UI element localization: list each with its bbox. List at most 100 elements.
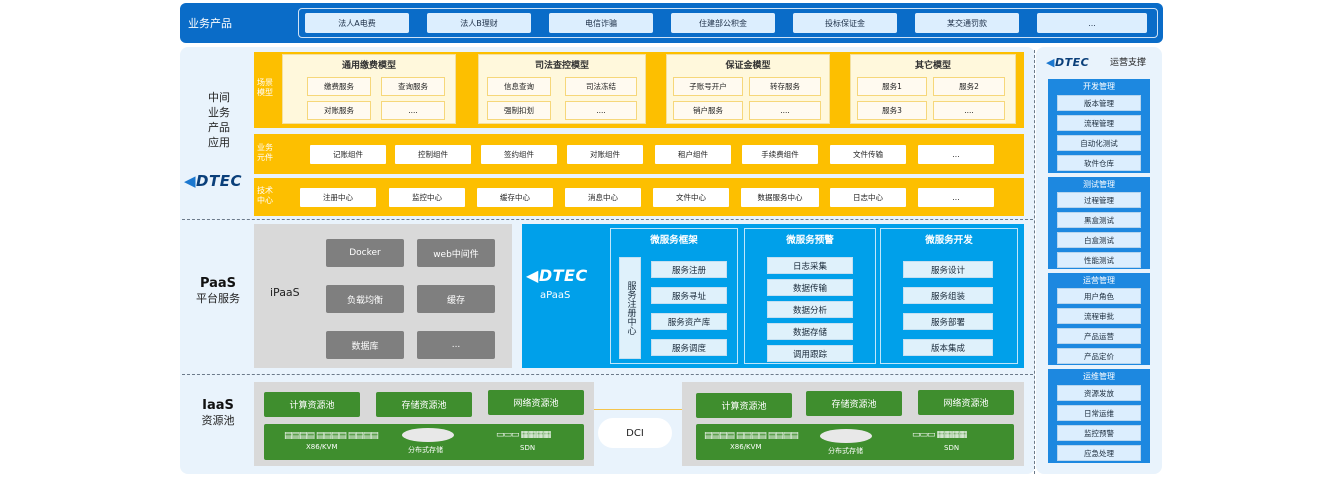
side-item[interactable]: 软件仓库 (1057, 155, 1141, 171)
side-item[interactable]: 黑盒测试 (1057, 212, 1141, 228)
tech-item[interactable]: 消息中心 (565, 188, 641, 207)
apaas-item[interactable]: 日志采集 (767, 257, 853, 274)
ipaas-item[interactable]: 数据库 (326, 331, 404, 359)
side-group: 运维管理 资源发放 日常运维 监控预警 应急处理 (1048, 369, 1150, 463)
top-product-bar: 业务产品 法人A电费 法人B理财 电信诈骗 住建部公积金 投标保证金 某交通罚款… (180, 3, 1163, 43)
scene-item[interactable]: 服务3 (857, 101, 927, 120)
scene-group: 通用缴费模型 缴费服务 查询服务 对账服务 .... (282, 54, 456, 124)
ipaas-item[interactable]: ... (417, 331, 495, 359)
scene-item[interactable]: 司法冻结 (565, 77, 637, 96)
side-item[interactable]: 产品运营 (1057, 328, 1141, 344)
apaas-item[interactable]: 服务调度 (651, 339, 727, 356)
element-item[interactable]: 租户组件 (655, 145, 731, 164)
resource-pool[interactable]: 存储资源池 (376, 392, 472, 417)
scene-item[interactable]: .... (749, 101, 821, 120)
side-item[interactable]: 流程管理 (1057, 115, 1141, 131)
top-item[interactable]: 某交通罚款 (915, 13, 1019, 33)
apaas-item[interactable]: 数据分析 (767, 301, 853, 318)
apaas-item[interactable]: 服务部署 (903, 313, 993, 330)
top-item[interactable]: 电信诈骗 (549, 13, 653, 33)
apaas-item[interactable]: 服务注册 (651, 261, 727, 278)
apaas-item[interactable]: 服务寻址 (651, 287, 727, 304)
scene-group-title: 其它模型 (914, 60, 951, 71)
apaas-zone: ◀DTEC aPaaS 微服务框架 服务注册中心 服务注册 服务寻址 服务资产库… (522, 224, 1024, 368)
side-group-title: 运营管理 (1048, 273, 1150, 287)
element-item[interactable]: 手续费组件 (742, 145, 818, 164)
top-item[interactable]: 法人B理财 (427, 13, 531, 33)
paas-title-main: PaaS (199, 276, 237, 291)
apaas-item[interactable]: 服务组装 (903, 287, 993, 304)
apaas-item[interactable]: 版本集成 (903, 339, 993, 356)
ipaas-item[interactable]: Docker (326, 239, 404, 267)
apaas-item[interactable]: 调用跟踪 (767, 345, 853, 362)
top-items: 法人A电费 法人B理财 电信诈骗 住建部公积金 投标保证金 某交通罚款 ... (298, 8, 1158, 38)
element-item[interactable]: 对账组件 (567, 145, 643, 164)
scene-item[interactable]: 对账服务 (307, 101, 371, 120)
iaas-title: IaaS 资源池 (186, 398, 250, 428)
resource-pool[interactable]: 计算资源池 (696, 393, 792, 418)
scene-group-title: 通用缴费模型 (341, 60, 396, 71)
side-item[interactable]: 白盒测试 (1057, 232, 1141, 248)
tech-item[interactable]: 文件中心 (653, 188, 729, 207)
resource-pool[interactable]: 网络资源池 (488, 390, 584, 415)
ipaas-item[interactable]: 缓存 (417, 285, 495, 313)
apaas-item[interactable]: 数据存储 (767, 323, 853, 340)
infra-bar: ▤▤▤▤ ▤▤▤▤ ▤▤▤▤ X86/KVM 分布式存储 ▭▭▭ ▦▦▦▦ SD… (696, 424, 1014, 460)
tech-item[interactable]: 缓存中心 (477, 188, 553, 207)
infra-label: 分布式存储 (828, 447, 863, 455)
side-item[interactable]: 资源发放 (1057, 385, 1141, 401)
element-item[interactable]: 文件传输 (830, 145, 906, 164)
apaas-label: aPaaS (540, 290, 571, 301)
element-label: 业务元件 (257, 143, 273, 162)
side-item[interactable]: 流程审批 (1057, 308, 1141, 324)
top-item[interactable]: 投标保证金 (793, 13, 897, 33)
resource-pool[interactable]: 存储资源池 (806, 391, 902, 416)
middle-title-line: 应用 (208, 136, 230, 149)
tech-item[interactable]: 注册中心 (300, 188, 376, 207)
side-item[interactable]: 版本管理 (1057, 95, 1141, 111)
top-item[interactable]: ... (1037, 13, 1147, 33)
side-group-title: 开发管理 (1048, 79, 1150, 93)
element-item[interactable]: 记账组件 (310, 145, 386, 164)
scene-item[interactable]: 强制扣划 (487, 101, 551, 120)
top-item[interactable]: 法人A电费 (305, 13, 409, 33)
side-item[interactable]: 自动化测试 (1057, 135, 1141, 151)
element-item[interactable]: ... (918, 145, 994, 164)
ipaas-item[interactable]: web中间件 (417, 239, 495, 267)
apaas-item[interactable]: 服务资产库 (651, 313, 727, 330)
top-item[interactable]: 住建部公积金 (671, 13, 775, 33)
side-item[interactable]: 监控预警 (1057, 425, 1141, 441)
side-item[interactable]: 日常运维 (1057, 405, 1141, 421)
resource-pool[interactable]: 计算资源池 (264, 392, 360, 417)
tech-item[interactable]: 日志中心 (830, 188, 906, 207)
scene-item[interactable]: .... (565, 101, 637, 120)
scene-item[interactable]: .... (933, 101, 1005, 120)
tech-item[interactable]: 数据服务中心 (741, 188, 819, 207)
scene-item[interactable]: 子账号开户 (673, 77, 743, 96)
tech-item[interactable]: 监控中心 (389, 188, 465, 207)
side-item[interactable]: 性能测试 (1057, 252, 1141, 268)
scene-item[interactable]: 查询服务 (381, 77, 445, 96)
ipaas-item[interactable]: 负载均衡 (326, 285, 404, 313)
scene-item[interactable]: 销户服务 (673, 101, 743, 120)
scene-item[interactable]: 服务1 (857, 77, 927, 96)
apaas-item[interactable]: 服务设计 (903, 261, 993, 278)
element-item[interactable]: 控制组件 (395, 145, 471, 164)
element-item[interactable]: 签约组件 (481, 145, 557, 164)
scene-item[interactable]: 缴费服务 (307, 77, 371, 96)
scene-item[interactable]: 转存服务 (749, 77, 821, 96)
side-item[interactable]: 用户角色 (1057, 288, 1141, 304)
side-item[interactable]: 过程管理 (1057, 192, 1141, 208)
scene-item[interactable]: .... (381, 101, 445, 120)
tech-item[interactable]: ... (918, 188, 994, 207)
resource-pool[interactable]: 网络资源池 (918, 390, 1014, 415)
infra-bar: ▤▤▤▤ ▤▤▤▤ ▤▤▤▤ X86/KVM 分布式存储 ▭▭▭ ▦▦▦▦ SD… (264, 424, 584, 460)
scene-item[interactable]: 信息查询 (487, 77, 551, 96)
side-item[interactable]: 应急处理 (1057, 445, 1141, 461)
tech-center-bar: 技术中心 注册中心 监控中心 缓存中心 消息中心 文件中心 数据服务中心 日志中… (254, 178, 1024, 216)
side-item[interactable]: 产品定价 (1057, 348, 1141, 364)
divider (1034, 50, 1035, 474)
scene-item[interactable]: 服务2 (933, 77, 1005, 96)
apaas-item[interactable]: 数据传输 (767, 279, 853, 296)
service-registry[interactable]: 服务注册中心 (619, 257, 641, 359)
